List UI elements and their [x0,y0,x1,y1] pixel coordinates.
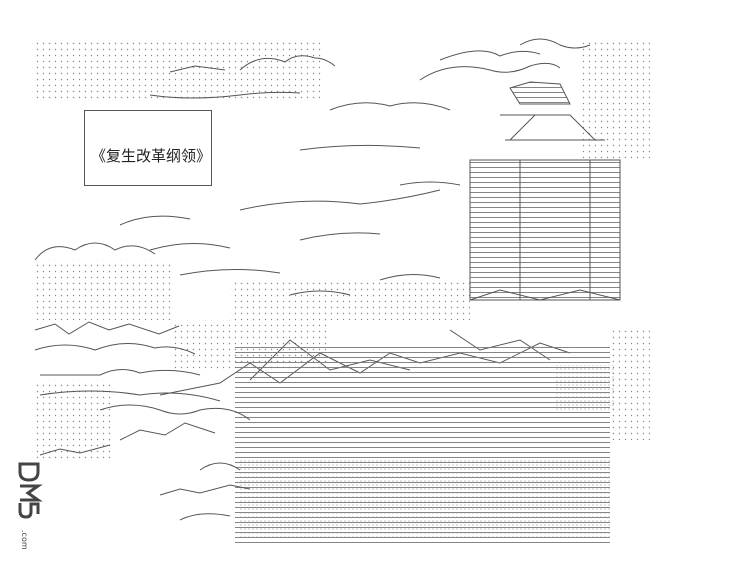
svg-text:.com: .com [20,530,29,550]
title-text: 《复生改革纲领》 [91,147,212,165]
left-hills [34,242,221,402]
foreground-rocks [39,404,251,521]
ground-strip [555,365,615,410]
castle [469,81,621,301]
cloud-strokes [119,38,591,296]
title-box: 《复生改革纲领》 [84,110,212,186]
water-plain [235,345,610,545]
dm5-logo: .com [18,462,43,550]
